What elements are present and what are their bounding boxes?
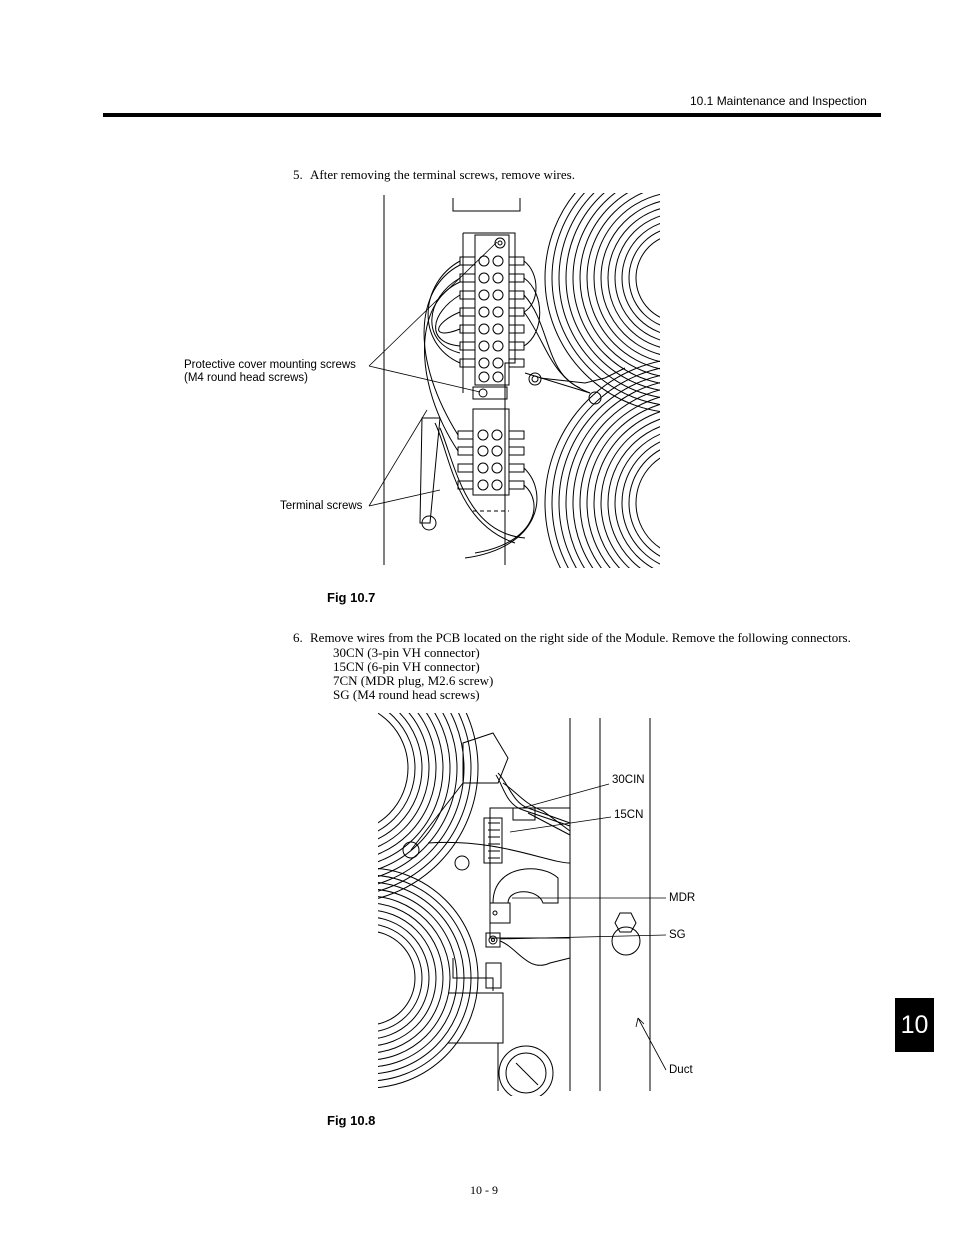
fig-10-8-caption: Fig 10.8 <box>327 1113 376 1128</box>
fig-10-8-illustration <box>378 713 663 1096</box>
step-6: 6. Remove wires from the PCB located on t… <box>293 631 851 645</box>
fig-10-7-illustration <box>375 193 660 568</box>
callout-duct: Duct <box>669 1064 693 1076</box>
step-6-number: 6. <box>293 630 303 645</box>
connector-list: 30CN (3-pin VH connector) 15CN (6-pin VH… <box>333 646 493 702</box>
callout-sg: SG <box>669 929 686 941</box>
page-number: 10 - 9 <box>470 1183 498 1197</box>
step-5-number: 5. <box>293 167 303 182</box>
section-header: 10.1 Maintenance and Inspection <box>690 94 867 108</box>
connector-item: 7CN (MDR plug, M2.6 screw) <box>333 673 494 688</box>
fig-10-7-caption: Fig 10.7 <box>327 590 376 605</box>
header-rule <box>103 113 881 117</box>
connector-item: 30CN (3-pin VH connector) <box>333 645 480 660</box>
callout-mdr: MDR <box>669 892 696 904</box>
callout-cover-screws-line2: (M4 round head screws) <box>184 372 308 384</box>
callout-15cn: 15CN <box>614 809 644 821</box>
callout-terminal-screws: Terminal screws <box>280 500 363 512</box>
step-5-text: After removing the terminal screws, remo… <box>310 167 575 182</box>
callout-cover-screws: Protective cover mounting screws (M4 rou… <box>184 359 356 385</box>
step-5: 5. After removing the terminal screws, re… <box>293 168 575 182</box>
callout-30cn: 30CIN <box>612 774 645 786</box>
chapter-tab: 10 <box>895 998 934 1052</box>
step-6-text: Remove wires from the PCB located on the… <box>310 630 851 645</box>
connector-item: 15CN (6-pin VH connector) <box>333 659 480 674</box>
connector-item: SG (M4 round head screws) <box>333 687 480 702</box>
callout-cover-screws-line1: Protective cover mounting screws <box>184 359 356 371</box>
